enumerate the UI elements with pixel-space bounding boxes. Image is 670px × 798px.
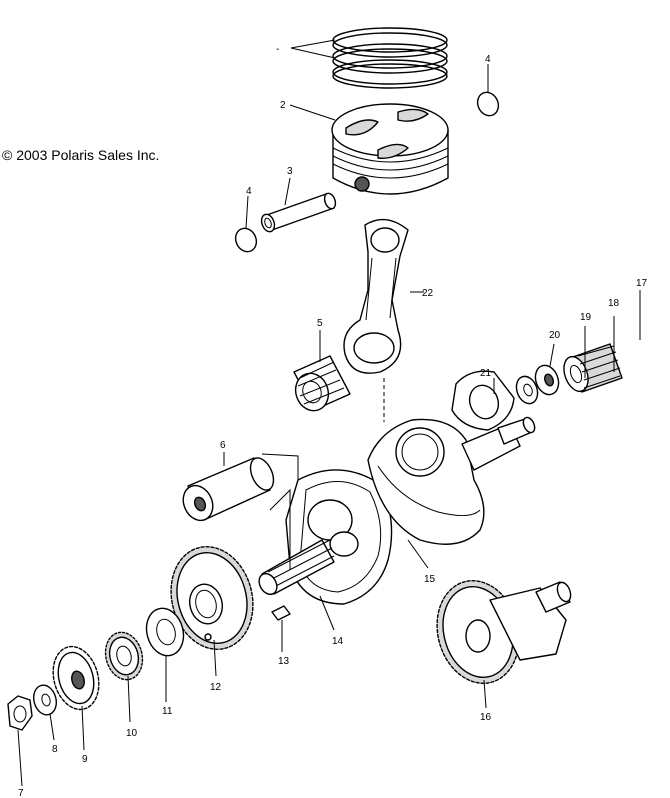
piston-pin-clip-right [476,91,500,117]
callout-rings: - [276,44,279,55]
callout-11: 11 [162,706,173,717]
balance-shaft [436,580,572,684]
piston-pin-clip-left [234,227,258,253]
callout-16: 16 [480,712,492,723]
callout-14: 14 [332,636,344,647]
callout-10: 10 [126,728,138,739]
leader-lines [17,39,641,787]
callout-4-left: 4 [246,186,252,197]
crankshaft-half-front [258,469,393,605]
thrust-washer-11 [145,607,185,657]
wrist-pin [260,192,337,233]
callout-22: 22 [422,288,434,299]
washer-8 [32,684,58,716]
callout-17: 17 [636,278,648,289]
spacer-18 [534,364,560,396]
callout-labels: - 2 3 4 4 5 6 7 8 9 10 11 12 13 14 15 16… [18,44,648,798]
callout-15: 15 [424,574,436,585]
piston-rings [332,27,448,89]
roller-bearing-17 [563,343,623,393]
callout-21: 21 [480,368,492,379]
callout-8: 8 [52,744,58,755]
callout-2: 2 [280,100,286,111]
callout-20: 20 [549,330,561,341]
connecting-rod [343,218,409,374]
sleeve [182,453,299,522]
dowel-pin [271,605,291,621]
callout-12: 12 [210,682,222,693]
copyright-text: © 2003 Polaris Sales Inc. [2,147,159,163]
piston [331,103,449,195]
callout-9: 9 [82,754,88,765]
crankshaft-half-rear [367,416,536,545]
washer-19 [515,375,539,405]
callout-13: 13 [278,656,290,667]
callout-5: 5 [317,318,323,329]
crank-gear-small [52,645,100,711]
crank-gear-large [170,546,254,650]
callout-18: 18 [608,298,620,309]
callout-7: 7 [18,788,24,798]
callout-4-right: 4 [485,54,491,65]
callout-3: 3 [287,166,293,177]
gear-bearing-10 [104,631,144,681]
callout-6: 6 [220,440,226,451]
crank-nut [451,370,515,431]
hex-nut-7 [7,695,33,731]
callout-19: 19 [580,312,592,323]
needle-bearing-rod [293,355,351,412]
